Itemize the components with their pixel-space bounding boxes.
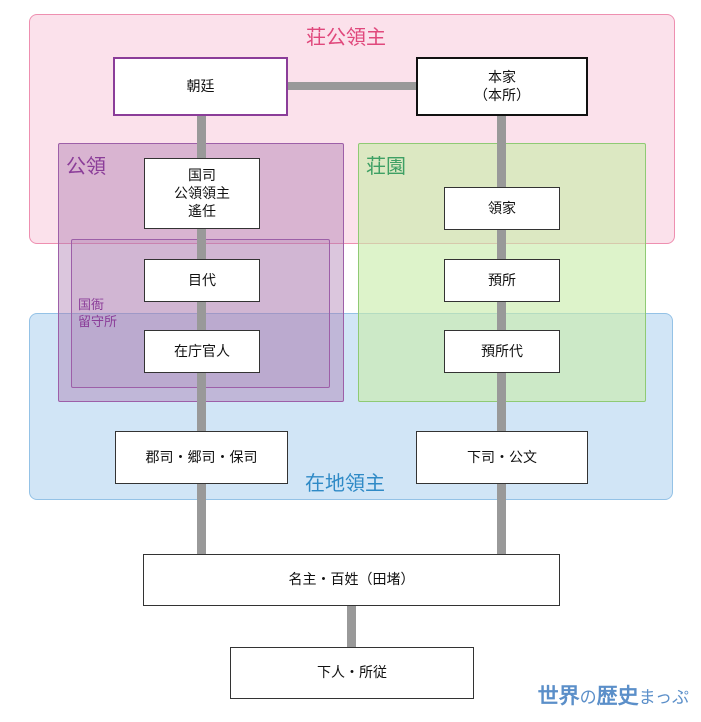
- label-kokuga-line2: 留守所: [78, 315, 118, 330]
- label-zaichi-ryoshu: 在地領主: [305, 471, 385, 495]
- box-mokudai: 目代: [144, 259, 260, 302]
- box-ryoke: 領家: [444, 187, 560, 230]
- logo-text-mappu: まっぷ: [638, 688, 689, 708]
- label-koryo: 公領: [66, 154, 106, 178]
- box-gunji-goshi-hoshi: 郡司・郷司・保司: [115, 431, 288, 484]
- box-kokushi-label-line3: 遙任: [188, 203, 216, 220]
- box-chotei-label: 朝廷: [186, 78, 215, 95]
- box-honke: 本家 （本所）: [416, 57, 588, 116]
- logo-text-sekai: 世界: [537, 684, 580, 708]
- label-shoen: 荘園: [366, 154, 406, 178]
- box-kokushi: 国司 公領領主 遙任: [144, 158, 260, 229]
- box-zaichokanjin: 在庁官人: [144, 330, 260, 373]
- box-gunji-label: 郡司・郷司・保司: [145, 449, 258, 466]
- box-honke-label-line1: 本家: [488, 69, 516, 86]
- box-gesu-label: 下司・公文: [467, 449, 537, 466]
- box-kokushi-label-line1: 国司: [188, 167, 216, 184]
- box-ryoke-label: 領家: [488, 200, 516, 217]
- logo-text-rekishi: 歴史: [596, 684, 639, 708]
- box-myoshu-hyakusho: 名主・百姓（田堵）: [143, 554, 560, 606]
- label-kokuga-line1: 国衙: [78, 298, 105, 313]
- box-kokushi-label-line2: 公領領主: [174, 185, 230, 202]
- box-myoshu-label: 名主・百姓（田堵）: [288, 572, 415, 588]
- connector-chotei-honke: [287, 82, 417, 90]
- box-azukaridokorodai-label: 預所代: [481, 343, 523, 360]
- box-honke-label-line2: （本所）: [474, 87, 530, 104]
- box-azukaridokoro: 預所: [444, 259, 560, 302]
- connector-myoshu-genin: [347, 605, 356, 649]
- box-zaichokanjin-label: 在庁官人: [174, 343, 230, 360]
- box-chotei: 朝廷: [113, 57, 288, 116]
- box-genin-label: 下人・所従: [317, 665, 387, 681]
- box-genin-shoju: 下人・所従: [230, 647, 474, 699]
- box-azukaridokoro-label: 預所: [488, 272, 516, 289]
- box-gesu-kumon: 下司・公文: [416, 431, 588, 484]
- box-mokudai-label: 目代: [188, 272, 216, 289]
- label-kokuga-rusudokoro: 国衙 留守所: [78, 297, 117, 331]
- site-logo: 世界の歴史まっぷ: [538, 680, 689, 710]
- label-shoen-koryo-ryoshu: 荘公領主: [306, 25, 386, 49]
- box-azukaridokorodai: 預所代: [444, 330, 560, 373]
- logo-text-no: の: [579, 688, 597, 708]
